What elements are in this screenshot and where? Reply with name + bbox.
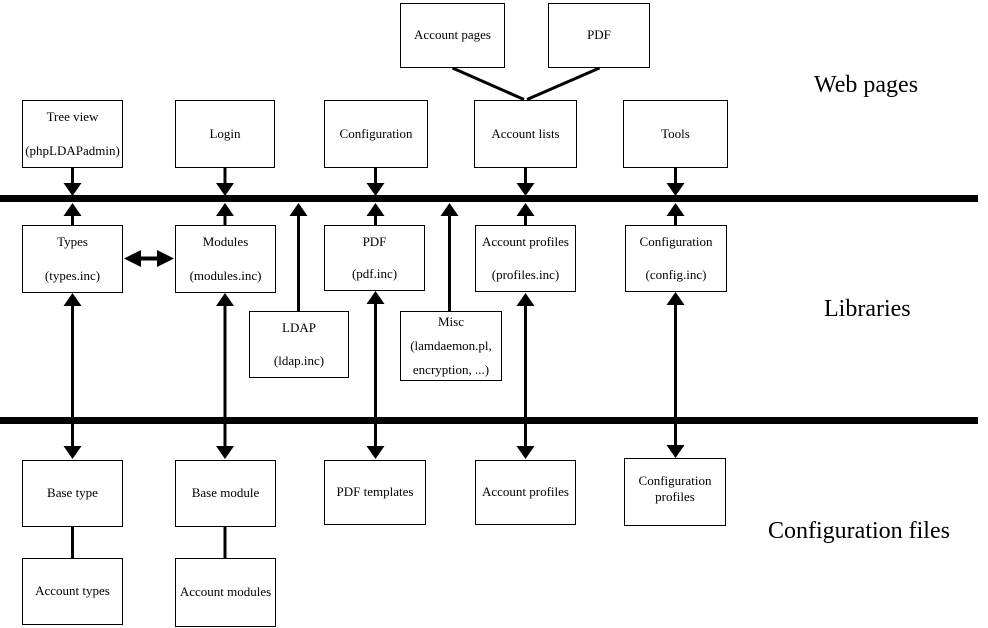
box-label: Account profiles [481, 234, 569, 249]
arrowhead-up-icon [516, 203, 535, 216]
connector-profiles-profilesfile [516, 293, 535, 459]
box-pdf-page: PDF [548, 3, 650, 68]
box-label: Misc [438, 314, 464, 329]
section-label-web-pages: Web pages [814, 72, 919, 98]
arrowhead-down-icon [63, 446, 82, 459]
arrowhead-down-icon [216, 446, 234, 459]
box-account-profiles-lib: Account profiles (profiles.inc) [475, 225, 576, 292]
box-account-lists: Account lists [474, 100, 577, 168]
connector-ldap-bus [289, 203, 308, 311]
box-label: Tools [661, 125, 690, 141]
arrowhead-right-icon [157, 250, 174, 267]
box-sublabel: (types.inc) [44, 267, 101, 283]
arrowhead-up-icon [63, 293, 82, 306]
arrowhead-left-icon [124, 250, 141, 267]
box-sublabel: (pdf.inc) [351, 265, 398, 281]
connector-types-modules [124, 250, 174, 267]
arrowhead-down-icon [516, 183, 535, 196]
box-account-profiles-file: Account profiles [475, 460, 576, 525]
box-sublabel: (phpLDAPadmin) [25, 142, 120, 158]
box-label: Account modules [179, 584, 272, 600]
arrowhead-down-icon [666, 445, 685, 458]
box-label: Configuration [339, 125, 413, 141]
connector-config-configprofiles [666, 292, 685, 458]
arrowhead-up-icon [666, 203, 685, 216]
box-pdf-templates: PDF templates [324, 460, 426, 525]
link-account-pages-to-account-lists [451, 66, 525, 101]
arrowhead-up-icon [216, 203, 234, 216]
box-label: PDF [587, 27, 611, 43]
box-types: Types (types.inc) [22, 225, 123, 293]
section-label-configuration-files: Configuration files [768, 518, 950, 544]
box-pdf-lib: PDF (pdf.inc) [324, 225, 425, 291]
box-label: Account profiles [481, 484, 569, 500]
arrowhead-up-icon [666, 292, 685, 305]
box-label: PDF [362, 234, 387, 249]
box-label: Tree view [46, 109, 99, 124]
box-base-type: Base type [22, 460, 123, 527]
box-sublabel: (lamdaemon.pl, [410, 337, 492, 353]
box-label: PDF templates [336, 484, 414, 500]
box-label: LDAP [282, 320, 316, 335]
box-sublabel: (profiles.inc) [491, 266, 560, 282]
arrowhead-up-icon [63, 203, 82, 216]
box-tools: Tools [623, 100, 728, 168]
box-label: Modules [202, 234, 249, 249]
box-ldap: LDAP (ldap.inc) [249, 311, 349, 378]
box-account-pages: Account pages [400, 3, 505, 68]
connector-pdf-pdftemplates [366, 291, 385, 459]
connector-modules-basemodule [216, 293, 234, 459]
box-configuration-profiles: Configuration profiles [624, 458, 726, 526]
box-label: Login [209, 125, 241, 141]
box-base-module: Base module [175, 460, 276, 527]
box-tree-view: Tree view (phpLDAPadmin) [22, 100, 123, 168]
arrowhead-down-icon [216, 183, 234, 196]
arrowhead-up-icon [440, 203, 459, 216]
connector-tools-bus-config [666, 168, 685, 225]
section-label-libraries: Libraries [824, 296, 911, 322]
box-account-types: Account types [22, 558, 123, 625]
arrowhead-up-icon [289, 203, 308, 216]
arrowhead-up-icon [216, 293, 234, 306]
connector-login-bus-modules [216, 168, 234, 225]
connector-configuration-bus-pdf [366, 168, 385, 225]
connector-misc-bus [440, 203, 459, 311]
arrowhead-down-icon [366, 183, 385, 196]
box-label: Configuration [639, 234, 713, 249]
box-label: Base module [191, 485, 260, 501]
box-modules: Modules (modules.inc) [175, 225, 276, 293]
connector-types-basetype [63, 293, 82, 459]
box-label: Account lists [491, 125, 560, 141]
box-sublabel: encryption, ...) [412, 361, 490, 377]
box-account-modules: Account modules [175, 558, 276, 627]
arrowhead-up-icon [516, 293, 535, 306]
box-label: Types [57, 234, 88, 249]
box-sublabel: (config.inc) [645, 266, 707, 282]
box-label: Base type [47, 485, 98, 501]
connector-treeview-bus-types [63, 168, 82, 225]
box-misc: Misc (lamdaemon.pl, encryption, ...) [400, 311, 502, 381]
arrowhead-up-icon [366, 291, 385, 304]
box-configuration-lib: Configuration (config.inc) [625, 225, 727, 292]
box-sublabel: (modules.inc) [189, 267, 262, 283]
box-label: Account types [35, 583, 110, 599]
box-configuration-page: Configuration [324, 100, 428, 168]
arrowhead-down-icon [516, 446, 535, 459]
box-label: Account pages [414, 27, 491, 43]
arrowhead-down-icon [63, 183, 82, 196]
link-pdf-to-account-lists [526, 66, 601, 101]
box-login: Login [175, 100, 275, 168]
box-label: Configuration [638, 472, 712, 488]
connector-accountlists-bus-profiles [516, 168, 535, 225]
box-sublabel: (ldap.inc) [273, 352, 325, 368]
arrowhead-down-icon [366, 446, 385, 459]
arrowhead-up-icon [366, 203, 385, 216]
arrowhead-down-icon [666, 183, 685, 196]
box-sublabel: profiles [655, 489, 695, 504]
